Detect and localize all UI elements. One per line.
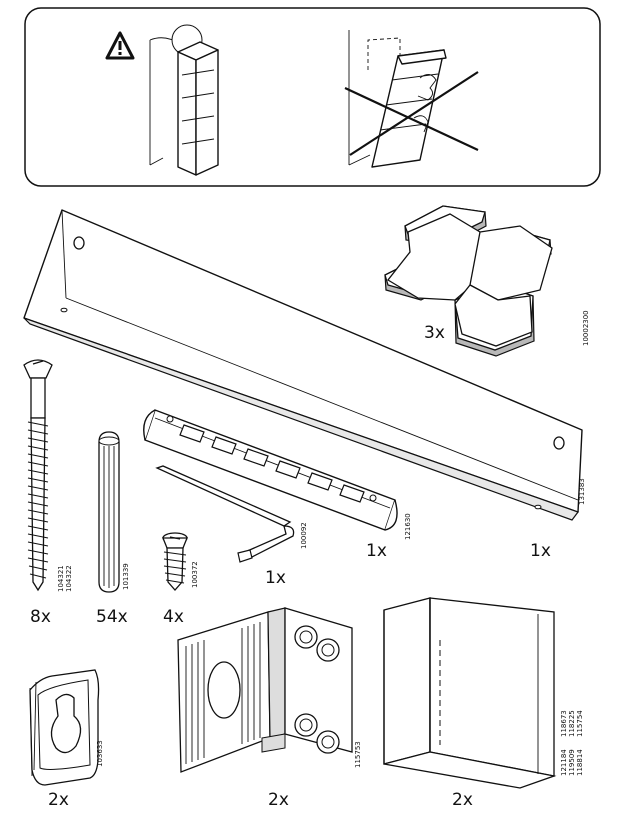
hinge	[177, 607, 353, 773]
corner-code-b: 118673	[560, 710, 568, 737]
dowel-qty: 54x	[96, 607, 128, 627]
allen-key-qty: 1x	[265, 568, 286, 588]
allen-key-code: 100092	[300, 522, 308, 549]
corner-code-c: 119509	[568, 749, 576, 776]
screw-code-a: 104321	[57, 565, 65, 592]
no-tipping-icon	[344, 30, 479, 168]
shelf-against-wall-illustration	[149, 24, 219, 176]
warning-panel	[24, 7, 601, 187]
rail-qty: 1x	[530, 541, 551, 561]
corner-code-a: 121184	[560, 749, 568, 776]
connector-qty: 1x	[366, 541, 387, 561]
hinge-code: 115753	[354, 741, 362, 768]
corner-code-f: 115754	[576, 710, 584, 737]
hex-pads-code: 10002300	[582, 310, 590, 346]
cam-screw	[162, 532, 188, 591]
cam-screw-qty: 4x	[163, 607, 184, 627]
corner-bracket	[383, 597, 557, 789]
wall-rail	[23, 209, 583, 521]
cam-screw-code: 100372	[191, 561, 199, 588]
allen-key	[155, 465, 295, 563]
corner-qty: 2x	[452, 790, 473, 810]
corner-code-e: 118814	[576, 749, 584, 776]
hex-pads-qty: 3x	[424, 323, 445, 343]
connector-code: 121630	[404, 513, 412, 540]
hanger-qty: 2x	[48, 790, 69, 810]
hanger-plate	[29, 669, 100, 786]
hex-pads	[384, 205, 553, 357]
long-screw	[23, 359, 53, 592]
screw-qty: 8x	[30, 607, 51, 627]
dowel-code: 101339	[122, 563, 130, 590]
warning-icon	[105, 31, 135, 60]
hinge-qty: 2x	[268, 790, 289, 810]
hanger-code: 103633	[96, 740, 104, 767]
wood-dowel	[98, 431, 120, 593]
connector-strip	[143, 409, 398, 531]
rail-code: 131383	[578, 478, 586, 505]
corner-code-d: 118225	[568, 710, 576, 737]
screw-code-b: 104322	[65, 565, 73, 592]
